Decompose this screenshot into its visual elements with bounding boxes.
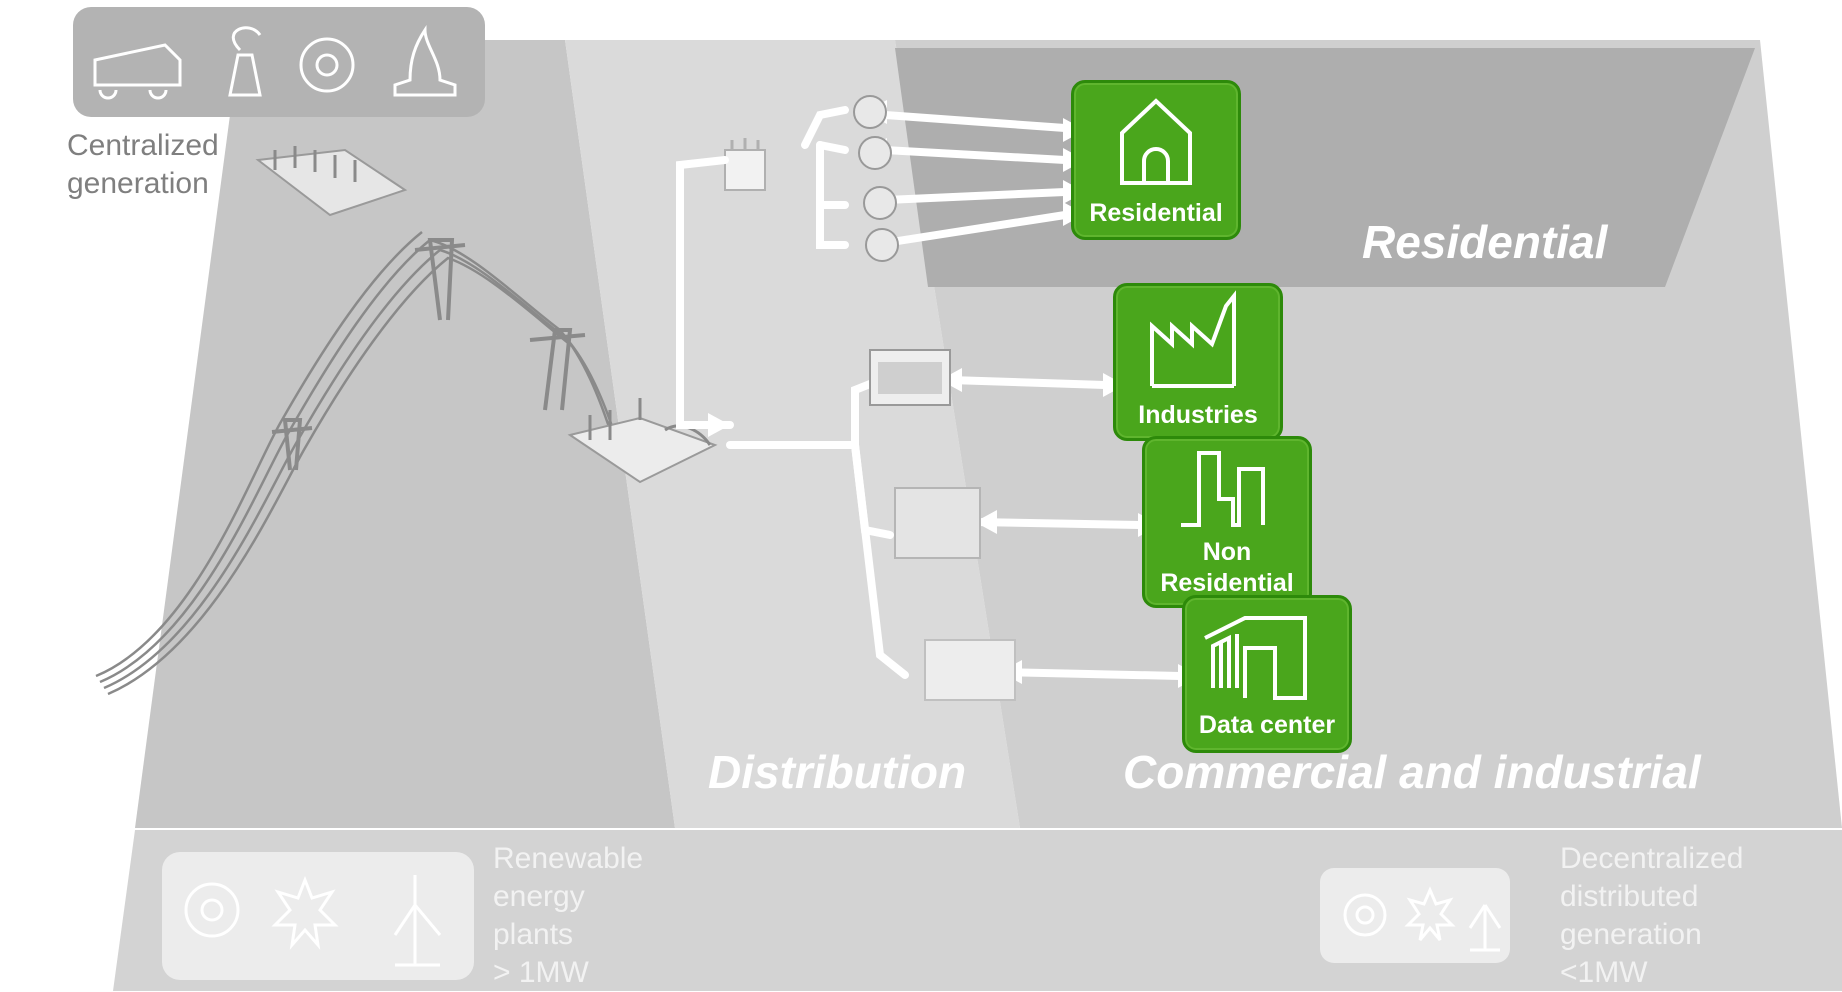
decentralized-line4: <1MW <box>1560 956 1648 989</box>
residential-card: Residential <box>1071 80 1241 240</box>
decentralized-line2: distributed <box>1560 880 1699 913</box>
power-plant-icon <box>228 26 262 97</box>
non-residential-card-label-1: Non <box>1202 538 1252 566</box>
commercial-industrial-zone-label: Commercial and industrial <box>1123 746 1701 798</box>
decentralized-line3: generation <box>1560 918 1702 951</box>
residential-transformer <box>724 138 766 191</box>
wind-turbine-icon <box>38 585 87 692</box>
flow-arrows <box>676 106 1184 680</box>
renewable-energy-label: Renewable energy plants > 1MW <box>493 840 643 992</box>
generation-icons <box>93 25 457 100</box>
renewable-icons-box <box>162 852 474 980</box>
residential-zone <box>895 48 1755 287</box>
centralized-label-line2: generation <box>67 167 209 200</box>
control-screens <box>869 349 1016 701</box>
bottom-decentralized-icons <box>1343 886 1502 952</box>
centralized-label-line1: Centralized <box>67 129 219 162</box>
house-icon <box>1120 98 1192 185</box>
tank-truck-icon <box>93 43 182 100</box>
renewable-line3: plants <box>493 918 574 951</box>
decentralized-icons-box <box>1320 868 1510 963</box>
non-residential-card: Non Residential <box>1142 436 1312 608</box>
pylon-icons <box>271 238 586 471</box>
industries-card-label: Industries <box>1138 401 1258 429</box>
decentralized-generation-label: Decentralized distributed generation <1M… <box>1560 840 1743 992</box>
renewable-line1: Renewable <box>493 842 644 875</box>
generation-zone <box>135 40 675 828</box>
factory-icon <box>1150 290 1236 388</box>
generation-icons-box <box>73 7 485 117</box>
residential-card-label: Residential <box>1089 199 1223 227</box>
bottom-renewable-icons <box>184 875 442 967</box>
renewable-line2: energy <box>493 880 585 913</box>
data-center-card: Data center <box>1182 595 1352 753</box>
centralized-generation-label: Centralized generation <box>67 127 219 203</box>
smart-meters <box>853 95 899 262</box>
office-building-icon <box>1181 451 1265 527</box>
data-center-card-label: Data center <box>1198 711 1336 739</box>
sun-burst-icon <box>5 695 105 796</box>
generation-substation <box>255 146 408 217</box>
distribution-zone-label: Distribution <box>708 746 967 798</box>
gas-flame-icon <box>393 25 457 97</box>
residential-zone-label: Residential <box>1362 216 1608 268</box>
decentralized-line1: Decentralized <box>1560 842 1744 875</box>
non-residential-card-label-2: Residential <box>1160 569 1294 597</box>
industries-card: Industries <box>1113 283 1283 441</box>
gear-icon <box>299 37 355 93</box>
data-center-icon <box>1204 616 1307 700</box>
distribution-substation <box>567 398 718 484</box>
renewable-line4: > 1MW <box>493 956 589 989</box>
